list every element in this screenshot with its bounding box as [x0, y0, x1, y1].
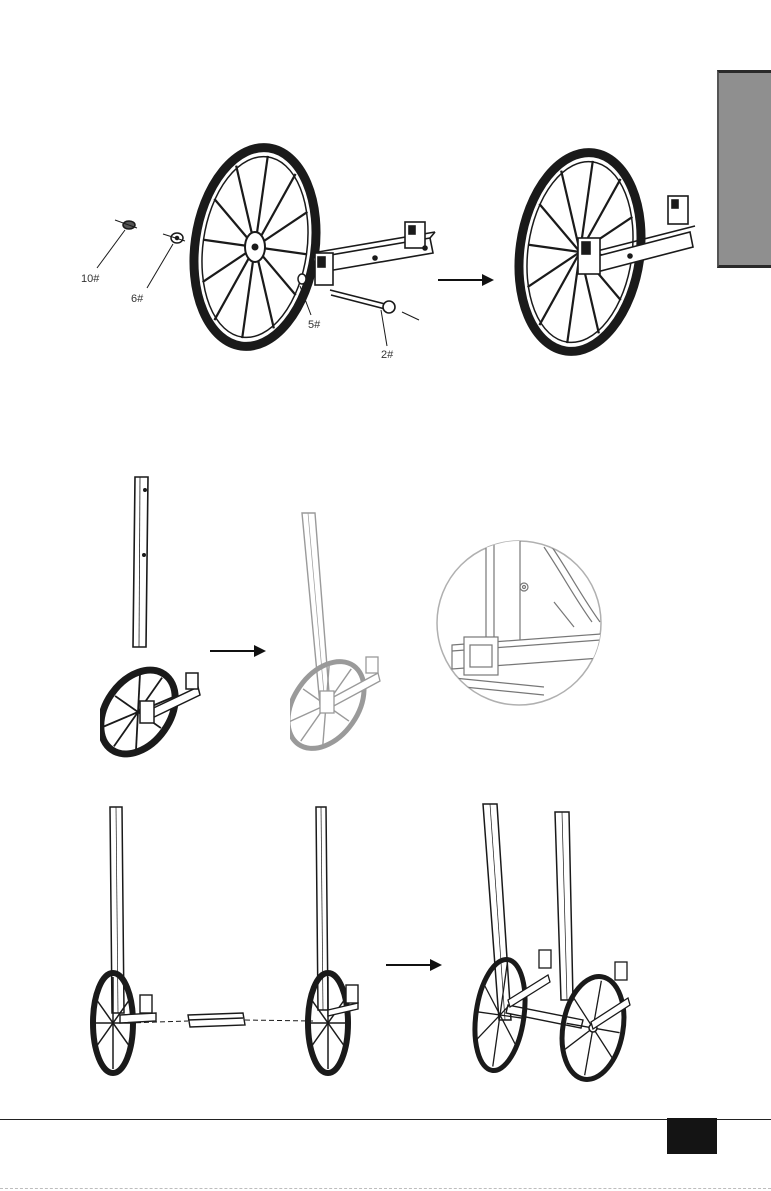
arrow-icon [436, 270, 496, 290]
label-nut-10: 10# [81, 273, 100, 285]
arrow-icon [208, 641, 268, 661]
arrow-icon [384, 955, 444, 975]
bottom-dashed-rule [0, 1188, 771, 1189]
spacer-5 [298, 274, 306, 284]
figure-upright-assembled [290, 505, 400, 760]
figure-frame-assembled [463, 800, 643, 1090]
page-number-box [667, 1118, 717, 1154]
washer-6 [163, 233, 185, 243]
upright-tube [133, 477, 148, 647]
figure-wheel-axle-exploded: 10# 6# 5# 2# [75, 140, 455, 360]
label-spacer-5: 5# [308, 319, 321, 331]
nut-10 [115, 220, 137, 229]
figure-upright-exploded [100, 475, 210, 775]
figure-frame-exploded [88, 805, 378, 1085]
section-side-tab [717, 70, 771, 268]
label-bolt-2: 2# [381, 349, 394, 360]
label-washer-6: 6# [131, 293, 144, 305]
figure-joint-detail [424, 527, 614, 719]
footer-rule [0, 1119, 771, 1120]
wheel-exploded [182, 140, 329, 354]
axle-bar-exploded [313, 222, 435, 285]
bolt-2 [330, 290, 419, 320]
figure-wheel-axle-assembled [500, 140, 710, 360]
